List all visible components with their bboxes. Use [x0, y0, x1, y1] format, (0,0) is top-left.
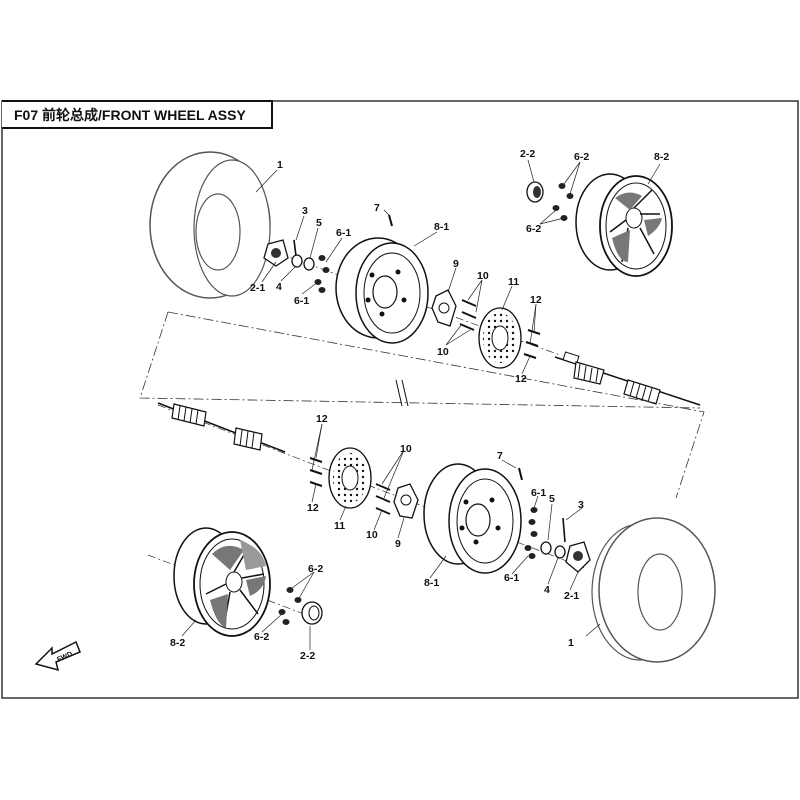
callout-alloy-rim-lower: 8-2 — [170, 637, 185, 649]
callout-cap-upper: 2-2 — [520, 148, 535, 160]
brake-disc-lower — [328, 447, 372, 509]
steel-rim-upper — [335, 237, 429, 344]
callout-carrier-lower: 9 — [395, 538, 401, 550]
callout-hub-lower: 2-1 — [564, 590, 579, 602]
cap-upper — [526, 181, 544, 203]
washer-lower — [540, 541, 552, 555]
callout-labels: 1 3 5 6-1 2-1 4 6-1 7 8-1 9 10 10 11 12 … — [170, 148, 669, 662]
brake-disc-upper — [478, 307, 522, 369]
alloy-nuts-upper — [552, 183, 574, 221]
callout-washer-upper: 4 — [276, 281, 282, 293]
stud-upper — [293, 239, 297, 257]
callout-alloy-nut-lower-b: 6-2 — [254, 631, 269, 643]
callout-screw-upper-a: 12 — [530, 294, 542, 306]
callout-bolt-lower-b: 10 — [366, 529, 378, 541]
drive-shaft-lower — [157, 402, 286, 453]
callout-screw-lower-a: 12 — [316, 413, 328, 425]
carrier-upper — [431, 289, 457, 327]
tire-lower — [591, 517, 716, 663]
lug-nuts-upper — [314, 255, 330, 293]
callout-bolt-upper-a: 10 — [477, 270, 489, 282]
carrier-lower — [393, 483, 419, 519]
hub-lower — [565, 541, 591, 573]
lug-nuts-lower — [524, 507, 538, 559]
callout-lug-lower-b: 6-1 — [504, 572, 519, 584]
callout-lug-upper-b: 6-1 — [294, 295, 309, 307]
diagram-title: F07 前轮总成/FRONT WHEEL ASSY — [14, 107, 246, 123]
callout-cap-lower: 2-2 — [300, 650, 315, 662]
forward-arrow-icon: FWD — [34, 640, 81, 672]
callout-bolt-lower-a: 10 — [400, 443, 412, 455]
steel-rim-lower — [423, 463, 522, 574]
screws-lower — [309, 457, 323, 487]
callout-screw-lower-b: 12 — [307, 502, 319, 514]
nut-lower — [554, 545, 566, 559]
callout-nut-upper: 5 — [316, 217, 322, 229]
leader-lines — [181, 159, 661, 650]
tire-upper — [149, 151, 271, 299]
callout-alloy-nut-lower-a: 6-2 — [308, 563, 323, 575]
callout-alloy-nut-upper-a: 6-2 — [574, 151, 589, 163]
screws-upper — [523, 329, 541, 359]
title-box: F07 前轮总成/FRONT WHEEL ASSY — [2, 100, 273, 129]
callout-carrier-upper: 9 — [453, 258, 459, 270]
callout-stud-lower: 3 — [578, 499, 584, 511]
callout-valve-lower: 7 — [497, 450, 503, 462]
bolts-upper — [459, 299, 477, 331]
callout-washer-lower: 4 — [544, 584, 550, 596]
callout-disc-lower: 11 — [334, 520, 345, 532]
callout-screw-upper-b: 12 — [515, 373, 527, 385]
nut-upper — [303, 257, 315, 271]
callout-bolt-upper-b: 10 — [437, 346, 449, 358]
alloy-rim-upper — [575, 173, 673, 277]
callout-tire-lower: 1 — [568, 637, 574, 649]
alloy-nuts-lower — [278, 587, 302, 625]
callout-tire-upper: 1 — [277, 159, 283, 171]
hub-upper — [263, 239, 289, 267]
callout-valve-upper: 7 — [374, 202, 380, 214]
callout-nut-lower: 5 — [549, 493, 555, 505]
drive-shaft-upper — [554, 351, 701, 406]
callout-lug-lower-a: 6-1 — [531, 487, 546, 499]
washer-upper — [291, 254, 303, 268]
callout-hub-upper: 2-1 — [250, 282, 265, 294]
callout-alloy-rim-upper: 8-2 — [654, 151, 669, 163]
callout-lug-upper-a: 6-1 — [336, 227, 351, 239]
valve-upper — [388, 214, 393, 227]
callout-disc-upper: 11 — [508, 276, 519, 288]
stud-lower — [562, 517, 566, 543]
callout-alloy-nut-upper-b: 6-2 — [526, 223, 541, 235]
callout-rim-upper: 8-1 — [434, 221, 449, 233]
valve-lower — [518, 467, 523, 481]
diagram-border — [1, 100, 799, 699]
callout-rim-lower: 8-1 — [424, 577, 439, 589]
alloy-rim-lower — [173, 527, 271, 637]
cap-lower — [301, 601, 323, 625]
callout-stud-upper: 3 — [302, 205, 308, 217]
linking-frame — [139, 311, 705, 499]
